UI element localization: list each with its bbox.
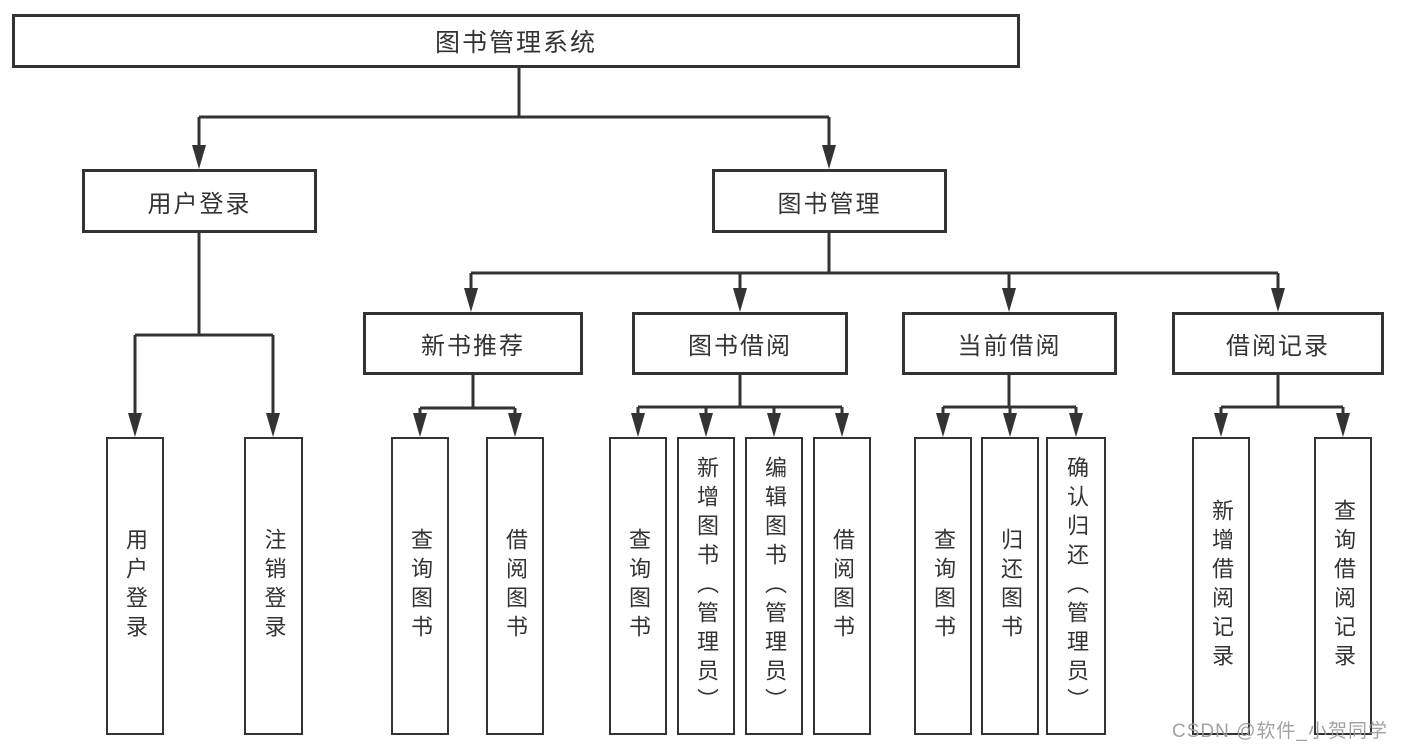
connector-root-to-level1	[192, 67, 836, 169]
leaf-label: 新增借阅记录	[1209, 499, 1234, 673]
leaf-borrow-books: 借阅图书	[813, 437, 871, 735]
leaf-label: 注销登录	[261, 528, 287, 644]
connector-borrow-records-to-leaves	[1214, 375, 1350, 437]
leaf-label: 用户登录	[123, 528, 148, 644]
arrowhead-icon	[464, 288, 478, 312]
leaf-add-book-admin: 新增图书（管理员）	[677, 437, 735, 735]
leaf-label: 查询借阅记录	[1331, 499, 1356, 673]
leaf-label: 查询图书	[408, 528, 433, 644]
connector-book-management-to-level2	[464, 233, 1285, 312]
connector-lines	[418, 375, 517, 414]
leaf-query-books-current: 查询图书	[914, 437, 972, 735]
leaf-user-login: 用户登录	[106, 437, 164, 735]
arrowhead-icon	[1271, 288, 1285, 312]
arrowhead-icon	[835, 413, 849, 437]
connector-lines	[941, 375, 1078, 414]
leaf-query-books-borrow: 查询图书	[609, 437, 667, 735]
arrowhead-icon	[1214, 413, 1228, 437]
node-root-system: 图书管理系统	[12, 14, 1020, 68]
arrowhead-icon	[1336, 413, 1350, 437]
connector-lines	[1219, 375, 1345, 414]
node-borrow-records: 借阅记录	[1172, 312, 1384, 375]
connector-user-login-to-leaves	[128, 233, 280, 437]
leaf-borrow-books-recommend: 借阅图书	[486, 437, 544, 735]
leaf-edit-book-admin: 编辑图书（管理员）	[745, 437, 803, 735]
leaf-label: 归还图书	[998, 528, 1023, 644]
arrowhead-icon	[936, 413, 950, 437]
arrowhead-icon	[266, 413, 280, 437]
leaf-label: 确认归还（管理员）	[1064, 455, 1089, 717]
leaf-query-borrow-record: 查询借阅记录	[1314, 437, 1372, 735]
leaf-label: 查询图书	[626, 528, 651, 644]
leaf-return-books: 归还图书	[981, 437, 1039, 735]
connector-lines	[197, 67, 831, 146]
connector-lines	[469, 233, 1280, 290]
node-user-login: 用户登录	[82, 169, 317, 233]
connector-book-borrow-to-leaves	[631, 375, 849, 437]
node-book-borrow: 图书借阅	[632, 312, 848, 375]
leaf-confirm-return-admin: 确认归还（管理员）	[1046, 437, 1106, 735]
leaf-label: 新增图书（管理员）	[694, 455, 719, 717]
leaf-query-books-recommend: 查询图书	[391, 437, 449, 735]
connector-lines	[133, 233, 275, 414]
arrowhead-icon	[1003, 413, 1017, 437]
node-new-book-recommend: 新书推荐	[363, 312, 583, 375]
connector-new-book-recommend-to-leaves	[413, 375, 522, 437]
leaf-add-borrow-record: 新增借阅记录	[1192, 437, 1250, 735]
leaf-label: 编辑图书（管理员）	[762, 455, 787, 717]
arrowhead-icon	[1069, 413, 1083, 437]
leaf-label: 借阅图书	[830, 528, 855, 644]
arrowhead-icon	[631, 413, 645, 437]
connector-lines	[636, 375, 844, 414]
arrowhead-icon	[822, 145, 836, 169]
arrowhead-icon	[128, 413, 142, 437]
node-book-management: 图书管理	[712, 169, 947, 233]
leaf-logout: 注销登录	[244, 437, 303, 735]
arrowhead-icon	[413, 413, 427, 437]
arrowhead-icon	[1002, 288, 1016, 312]
arrowhead-icon	[508, 413, 522, 437]
arrowhead-icon	[192, 145, 206, 169]
csdn-watermark: CSDN @软件_小贺同学	[1172, 721, 1388, 742]
leaf-label: 借阅图书	[503, 528, 528, 644]
arrowhead-icon	[733, 288, 747, 312]
connector-current-borrow-to-leaves	[936, 375, 1083, 437]
arrowhead-icon	[767, 413, 781, 437]
arrowhead-icon	[699, 413, 713, 437]
node-current-borrow: 当前借阅	[902, 312, 1117, 375]
leaf-label: 查询图书	[931, 528, 956, 644]
